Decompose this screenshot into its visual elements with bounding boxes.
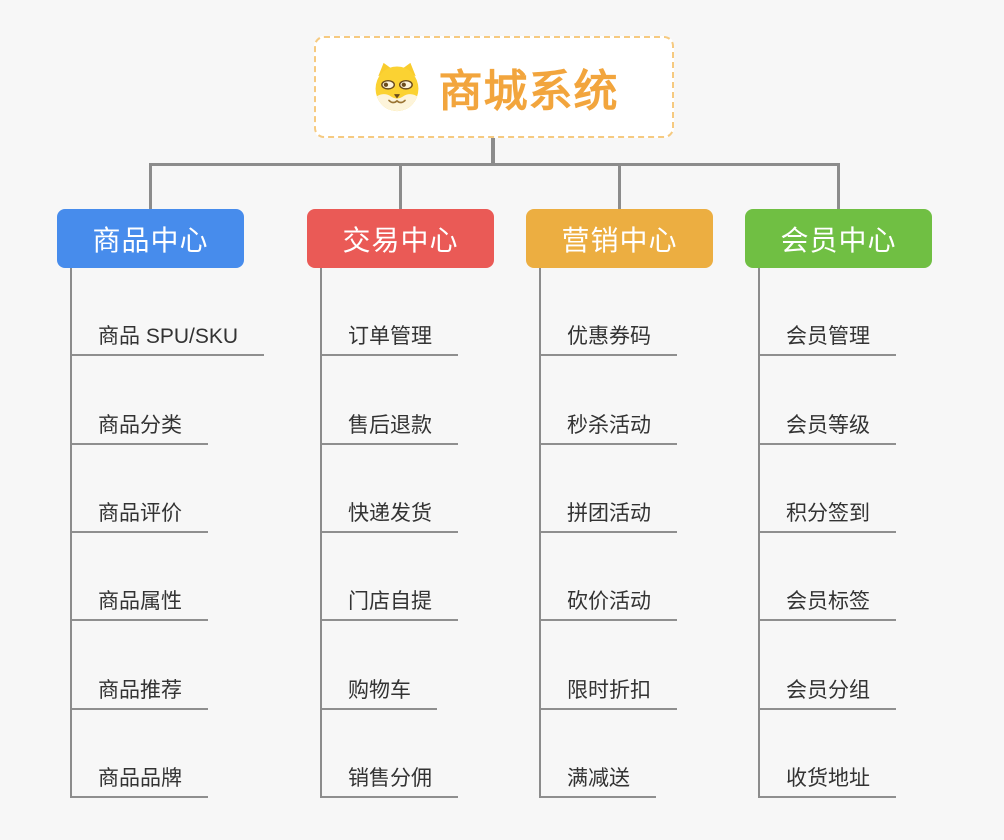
- item-limited-discount[interactable]: 限时折扣: [541, 674, 677, 710]
- item-shipping-address[interactable]: 收货地址: [760, 762, 896, 798]
- column-member-items: 会员管理 会员等级 积分签到 会员标签 会员分组 收货地址: [758, 268, 995, 798]
- item-product-category[interactable]: 商品分类: [72, 409, 208, 445]
- branch-trade-center[interactable]: 交易中心: [307, 209, 494, 268]
- item-row: 砍价活动: [541, 533, 776, 622]
- item-product-attribute[interactable]: 商品属性: [72, 585, 208, 622]
- item-points-checkin[interactable]: 积分签到: [760, 497, 896, 533]
- shiba-dog-icon: [375, 62, 418, 112]
- item-row: 快递发货: [322, 445, 557, 533]
- item-row: 收货地址: [760, 710, 995, 798]
- connector-root-drop: [491, 137, 495, 166]
- item-product-review[interactable]: 商品评价: [72, 497, 208, 533]
- item-row: 会员管理: [760, 268, 995, 357]
- item-product-brand[interactable]: 商品品牌: [72, 762, 208, 798]
- item-group-buy[interactable]: 拼团活动: [541, 497, 677, 533]
- item-row: 订单管理: [322, 268, 557, 357]
- item-spend-and-save[interactable]: 满减送: [541, 762, 656, 798]
- column-trade-items: 订单管理 售后退款 快递发货 门店自提 购物车 销售分佣: [320, 268, 557, 798]
- item-row: 积分签到: [760, 445, 995, 533]
- connector-drop-member: [837, 163, 840, 210]
- item-order-management[interactable]: 订单管理: [322, 320, 458, 357]
- item-member-management[interactable]: 会员管理: [760, 320, 896, 357]
- item-member-level[interactable]: 会员等级: [760, 409, 896, 445]
- root-title: 商城系统: [438, 67, 619, 116]
- item-row: 商品推荐: [72, 621, 307, 710]
- connector-horizontal-spine: [149, 163, 840, 166]
- column-marketing-items: 优惠券码 秒杀活动 拼团活动 砍价活动 限时折扣 满减送: [539, 268, 776, 798]
- item-aftersale-refund[interactable]: 售后退款: [322, 409, 458, 445]
- item-flash-sale[interactable]: 秒杀活动: [541, 409, 677, 445]
- item-row: 商品评价: [72, 445, 307, 533]
- connector-drop-product: [149, 163, 152, 210]
- item-row: 满减送: [541, 710, 776, 798]
- item-store-pickup[interactable]: 门店自提: [322, 585, 458, 622]
- item-row: 会员等级: [760, 356, 995, 445]
- item-row: 售后退款: [322, 356, 557, 445]
- root-node-mall-system[interactable]: 商城系统: [314, 36, 674, 138]
- connector-drop-trade: [399, 163, 402, 210]
- item-row: 拼团活动: [541, 445, 776, 533]
- item-shopping-cart[interactable]: 购物车: [322, 674, 437, 710]
- branch-marketing-center[interactable]: 营销中心: [526, 209, 713, 268]
- item-sales-commission[interactable]: 销售分佣: [322, 762, 458, 798]
- branch-member-center[interactable]: 会员中心: [745, 209, 932, 268]
- connector-drop-marketing: [618, 163, 621, 210]
- item-product-recommend[interactable]: 商品推荐: [72, 674, 208, 710]
- item-coupon-code[interactable]: 优惠券码: [541, 320, 677, 357]
- item-row: 门店自提: [322, 533, 557, 622]
- item-express-delivery[interactable]: 快递发货: [322, 497, 458, 533]
- item-row: 会员标签: [760, 533, 995, 622]
- item-row: 购物车: [322, 621, 557, 710]
- column-product-items: 商品 SPU/SKU 商品分类 商品评价 商品属性 商品推荐 商品品牌: [70, 268, 307, 798]
- item-row: 商品分类: [72, 356, 307, 445]
- item-row: 优惠券码: [541, 268, 776, 357]
- item-row: 商品品牌: [72, 710, 307, 798]
- item-row: 商品 SPU/SKU: [72, 268, 307, 357]
- item-row: 销售分佣: [322, 710, 557, 798]
- item-row: 限时折扣: [541, 621, 776, 710]
- item-bargain-event[interactable]: 砍价活动: [541, 585, 677, 622]
- branch-product-center[interactable]: 商品中心: [57, 209, 244, 268]
- item-member-tag[interactable]: 会员标签: [760, 585, 896, 622]
- item-member-group[interactable]: 会员分组: [760, 674, 896, 710]
- item-row: 会员分组: [760, 621, 995, 710]
- item-row: 商品属性: [72, 533, 307, 622]
- item-row: 秒杀活动: [541, 356, 776, 445]
- item-product-spu-sku[interactable]: 商品 SPU/SKU: [72, 320, 265, 357]
